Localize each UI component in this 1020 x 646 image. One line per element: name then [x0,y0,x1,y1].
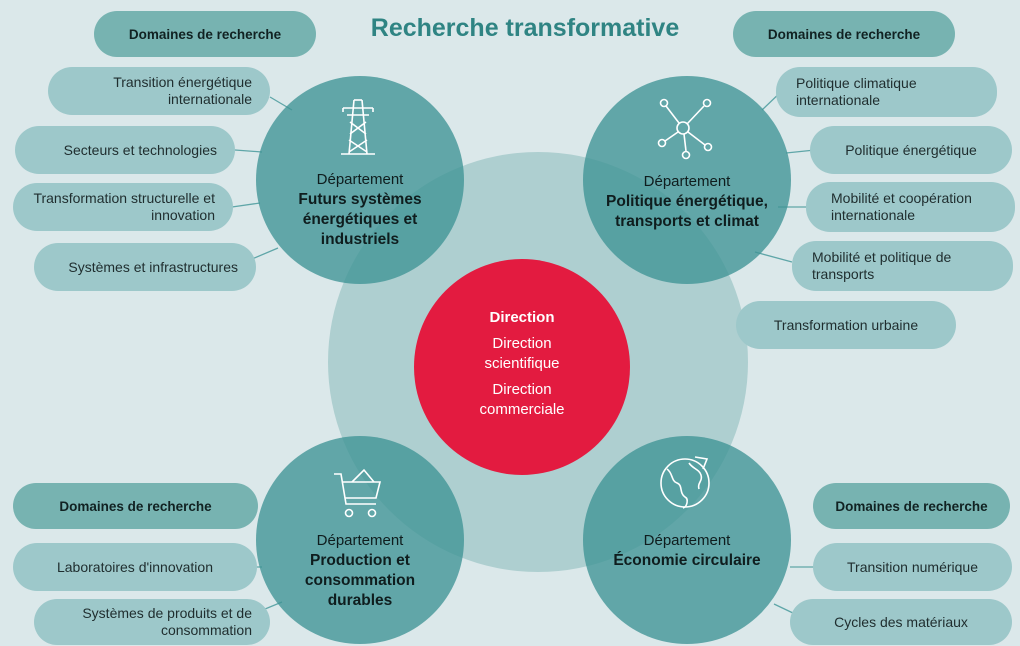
domains-header-bottom-right: Domaines de recherche [813,483,1010,529]
domains-header-top-right: Domaines de recherche [733,11,955,57]
department-prefix: Département [643,532,731,549]
department-name: Production et consommation durables [304,552,416,609]
department-circles [256,76,791,644]
department-label-2: Département Politique énergétique, trans… [567,172,807,232]
department-prefix: Département [643,173,731,190]
domain-pill: Politique énergétique [810,126,1012,174]
department-label-4: Département Économie circulaire [567,531,807,571]
department-name: Économie circulaire [613,552,761,569]
domain-pill: Transformation structurelle et innovatio… [13,183,233,231]
domain-pill: Mobilité et politique de transports [792,241,1013,291]
network-nodes-icon [657,98,713,160]
department-name: Politique énergétique, transports et cli… [606,193,768,230]
domain-pill: Systèmes et infrastructures [34,243,256,291]
department-circle-1 [256,76,464,284]
globe-cycle-icon [660,456,710,509]
domains-header-bottom-left: Domaines de recherche [13,483,258,529]
direction-heading: Direction [489,309,555,326]
domain-pill: Systèmes de produits et de consommation [34,599,270,645]
domain-pill: Transformation urbaine [736,301,956,349]
department-label-3: Département Production et consommation d… [240,531,480,611]
center-circle [414,259,630,475]
domain-pill: Politique climatique internationale [776,67,997,117]
page-title: Recherche transformative [370,14,680,42]
department-circle-2 [583,76,791,284]
department-name: Futurs systèmes énergétiques et industri… [298,191,422,248]
domain-pill: Cycles des matériaux [790,599,1012,645]
domain-pill: Transition énergétique internationale [48,67,270,115]
domain-pill: Laboratoires d'innovation [13,543,257,591]
direction-item: Direction commerciale [479,381,565,418]
direction-item: Direction scientifique [484,335,560,372]
department-circle-3 [256,436,464,644]
department-prefix: Département [316,532,404,549]
domain-pill: Transition numérique [813,543,1012,591]
department-prefix: Département [316,171,404,188]
domain-pill: Mobilité et coopération internationale [806,182,1015,232]
power-pylon-icon [341,99,375,155]
direction-block: Direction Direction scientifique Directi… [422,308,622,420]
domains-header-top-left: Domaines de recherche [94,11,316,57]
department-circle-4 [583,436,791,644]
domain-pill: Secteurs et technologies [15,126,235,174]
shopping-cart-icon [334,468,382,518]
department-label-1: Département Futurs systèmes énergétiques… [240,170,480,250]
